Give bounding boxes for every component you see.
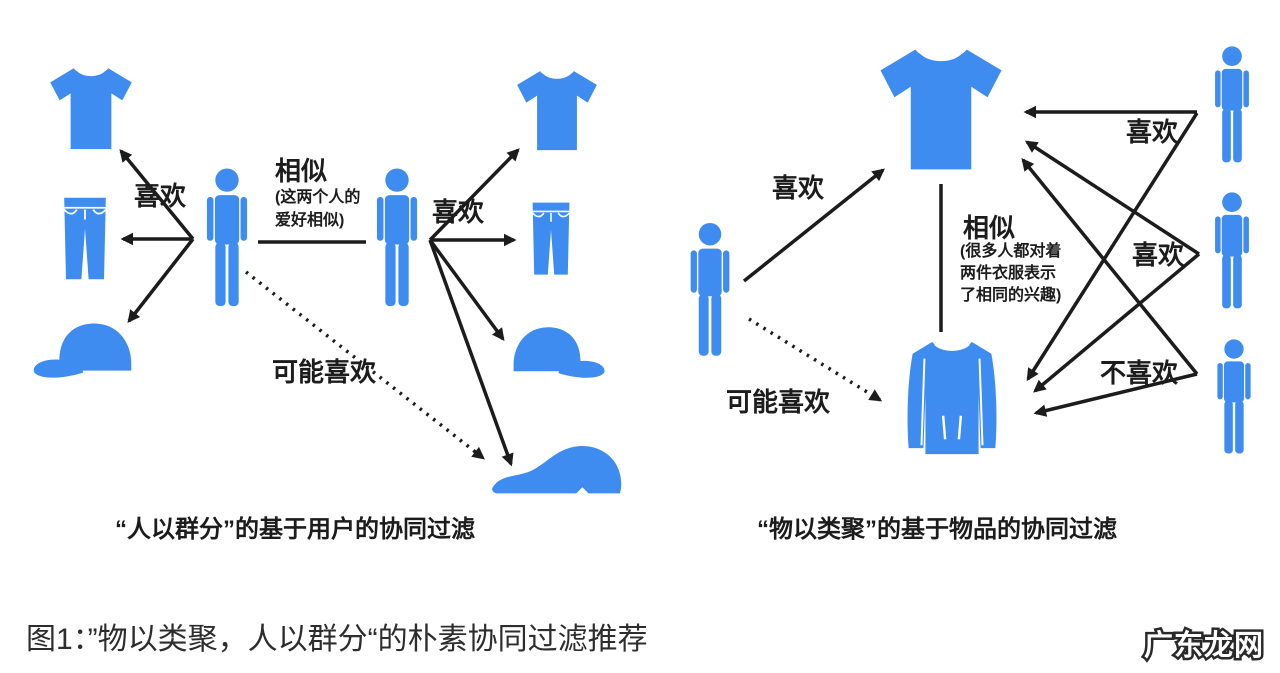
person-icon [199,168,255,308]
person-icon [369,168,425,308]
arrow-userb-jacket [1033,252,1201,393]
person-icon [1207,192,1257,310]
arrow-usera-jacket [1026,112,1199,382]
pants-icon [57,196,113,282]
arrow-userb-tshirt [1024,140,1200,256]
arrow-person2-tshirt [428,148,520,242]
shoe-icon [490,438,626,504]
arrow-person1-tshirt [119,149,195,241]
similar-label: 相似 [275,156,328,186]
similar-note-line: (这两个人的 [275,189,361,206]
arrow-person2-cap [428,238,505,342]
similar-label: 相似 [963,213,1016,243]
cap-icon [498,318,608,386]
left-panel-caption: “人以群分”的基于用户的协同过滤 [115,516,475,543]
similar-note-line: (很多人都对着 [960,243,1062,260]
similar-note-line: 了相同的兴趣) [960,287,1062,304]
maybe-like-label: 可能喜欢 [726,387,831,417]
person-icon [1207,46,1257,164]
tshirt-icon [871,46,1011,174]
like-label: 喜欢 [432,197,485,227]
arrow-user-jacket-maybe [748,317,883,402]
arrow-userc-tshirt [1021,158,1199,376]
tshirt-icon [511,57,603,165]
similar-note-line: 爱好相似) [275,212,345,229]
arrow-person1-cap [127,237,195,323]
like-label: 喜欢 [1132,240,1185,270]
jacket-icon [891,336,1013,460]
arrow-person2-shoe [428,239,514,467]
person-icon [683,221,737,359]
figure-caption: 图1：”物以类聚，人以群分“的朴素协同过滤推荐 [26,623,648,656]
arrow-userc-jacket [1033,372,1198,417]
similar-note-line: 两件衣服表示 [960,265,1057,282]
site-watermark-text: 广东龙网 [1144,628,1264,662]
like-label: 喜欢 [772,173,825,203]
maybe-like-label: 可能喜欢 [272,357,377,387]
dislike-label: 不喜欢 [1100,358,1179,388]
cap-icon [30,316,148,384]
like-label: 喜欢 [1126,117,1179,147]
like-label: 喜欢 [134,181,187,211]
pants-icon [527,197,575,281]
person-icon [1209,339,1259,455]
site-watermark: 广东龙网 [1141,626,1265,665]
arrow-user-tshirt [742,168,885,283]
tshirt-icon [44,54,138,164]
right-panel-caption: “物以类聚”的基于物品的协同过滤 [757,516,1117,543]
